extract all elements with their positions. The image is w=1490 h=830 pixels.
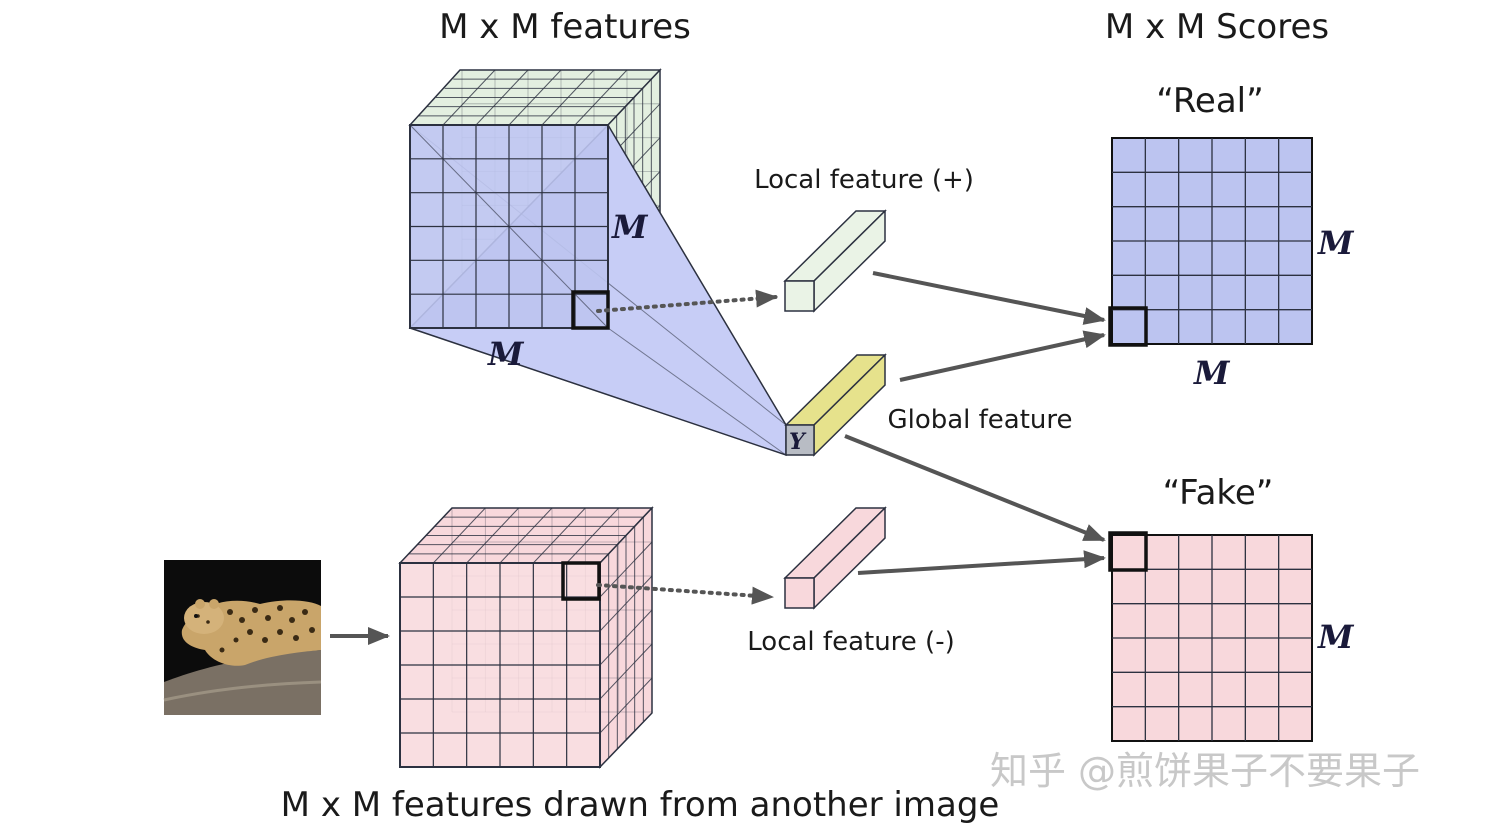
bottom-caption: M x M features drawn from another image — [281, 785, 1000, 825]
scores-title: M x M Scores — [1105, 7, 1329, 47]
fake-grid-height-label: M — [1317, 618, 1355, 656]
local-feature-negative-label: Local feature (-) — [747, 627, 954, 657]
cube-width-label: M — [487, 335, 525, 373]
global-feature-y-label: Y — [789, 429, 807, 455]
selected-local-cell-negative — [561, 561, 601, 601]
watermark: 知乎 @煎饼果子不要果子 — [990, 749, 1420, 793]
real-feature-cube: M M — [408, 68, 787, 457]
global-feature-label: Global feature — [887, 405, 1072, 435]
local-feature-negative-vector — [783, 506, 887, 610]
real-label: “Real” — [1156, 81, 1263, 121]
fake-score-grid: M — [1108, 531, 1355, 742]
fake-score-selected-cell — [1108, 531, 1148, 572]
fake-label: “Fake” — [1163, 473, 1274, 513]
leopard-image — [163, 560, 322, 715]
fake-feature-cube — [398, 506, 654, 769]
global-feature-vector: Y — [784, 353, 887, 457]
local-feature-positive-label: Local feature (+) — [754, 165, 974, 195]
arrow-dotted-negative — [596, 583, 774, 605]
real-grid-height-label: M — [1317, 224, 1355, 262]
arrow-dotted-positive — [596, 289, 778, 313]
real-grid-width-label: M — [1193, 354, 1231, 392]
arrow-global-to-real — [899, 330, 1106, 382]
arrow-local-pos-to-real — [872, 271, 1106, 325]
arrows — [330, 271, 1106, 645]
local-feature-positive-vector — [783, 209, 887, 313]
arrow-local-neg-to-fake — [857, 550, 1106, 575]
features-title: M x M features — [439, 7, 691, 47]
real-score-selected-cell — [1108, 306, 1148, 347]
real-score-grid: M M — [1108, 137, 1355, 392]
bottom-cube-front-grid — [400, 563, 600, 767]
arrow-global-to-fake — [844, 434, 1106, 542]
cube-depth-label: M — [611, 208, 649, 246]
